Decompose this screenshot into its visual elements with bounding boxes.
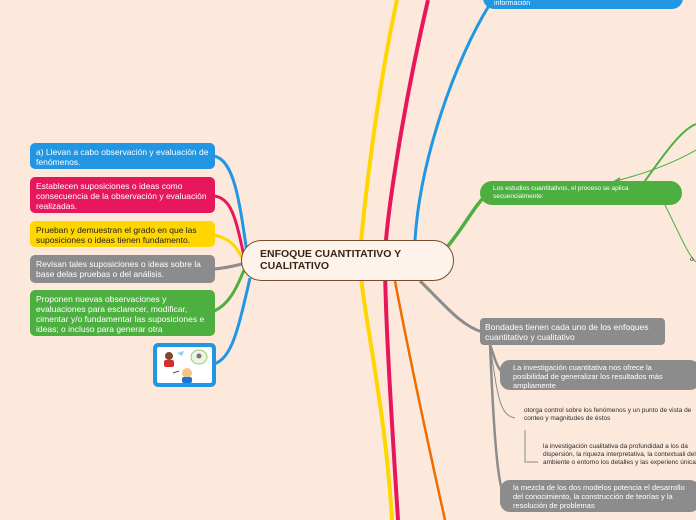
- green-line-arrow: [611, 149, 696, 183]
- orange-branch-line: [393, 280, 447, 520]
- bondades-item-mix-text: la mezcla de los dos modelos potencia el…: [513, 483, 685, 510]
- bondades-item-qualitative-text: la investigación cualitativa da profundi…: [543, 443, 696, 466]
- bondades-node[interactable]: Bondades tienen cada uno de los enfoques…: [480, 318, 665, 345]
- cartoon-figures-icon: [164, 349, 208, 383]
- left-node-propose[interactable]: Proponen nuevas observaciones y evaluaci…: [30, 290, 215, 336]
- green-line-upper: [639, 123, 696, 189]
- left-node-prove[interactable]: Prueban y demuestran el grado en que las…: [30, 221, 215, 247]
- left-line-red: [213, 194, 246, 257]
- central-topic-title: ENFOQUE CUANTITATIVO Y CUALITATIVO: [260, 248, 401, 272]
- left-node-observation-text: a) Llevan a cabo observación y evaluació…: [36, 147, 209, 167]
- left-node-suppositions-text: Establecen suposiciones o ideas como con…: [36, 181, 207, 211]
- top-right-node-shape: [483, 0, 683, 9]
- green-branch-line: [446, 191, 490, 248]
- image-node[interactable]: [153, 343, 216, 387]
- left-line-gray: [213, 262, 243, 271]
- cartoon-illustration: [157, 347, 212, 383]
- left-node-review[interactable]: Revisan tales suposiciones o ideas sobre…: [30, 255, 215, 283]
- bondades-item-generalize[interactable]: La investigación cuantitativa nos ofrece…: [500, 360, 696, 390]
- left-line-image: [213, 277, 252, 366]
- bondades-item-generalize-text: La investigación cuantitativa nos ofrece…: [513, 363, 663, 390]
- edge-fragment-text: o: [690, 256, 694, 263]
- left-node-review-text: Revisan tales suposiciones o ideas sobre…: [36, 259, 201, 279]
- left-node-suppositions[interactable]: Establecen suposiciones o ideas como con…: [30, 177, 215, 213]
- bondades-node-title: Bondades tienen cada uno de los enfoques…: [485, 322, 649, 342]
- quant-node-shape: [480, 181, 682, 205]
- bondades-item-control-text: otorga control sobre los fenómenos y un …: [524, 407, 692, 422]
- quant-node[interactable]: Los estudios cuantitativos, el proceso s…: [493, 185, 678, 201]
- green-line-lower: [664, 204, 696, 263]
- bondades-line-4: [524, 430, 538, 463]
- bondades-item-mix[interactable]: la mezcla de los dos modelos potencia el…: [500, 480, 696, 512]
- left-line-yellow: [213, 233, 244, 259]
- quant-node-text: Los estudios cuantitativos, el proceso s…: [493, 185, 629, 200]
- blue-top-branch-line: [413, 3, 492, 241]
- left-node-propose-text: Proponen nuevas observaciones y evaluaci…: [36, 294, 205, 334]
- top-right-node-text: información: [494, 0, 530, 7]
- central-topic[interactable]: ENFOQUE CUANTITATIVO Y CUALITATIVO: [241, 240, 454, 281]
- left-line-blue: [213, 154, 250, 261]
- bondades-item-qualitative[interactable]: la investigación cualitativa da profundi…: [543, 443, 696, 467]
- left-line-green: [213, 269, 246, 313]
- left-node-prove-text: Prueban y demuestran el grado en que las…: [36, 225, 197, 245]
- bondades-line-2: [489, 343, 516, 419]
- bondades-item-control[interactable]: otorga control sobre los fenómenos y un …: [524, 407, 696, 423]
- gray-branch-line: [418, 279, 483, 334]
- left-node-observation[interactable]: a) Llevan a cabo observación y evaluació…: [30, 143, 215, 169]
